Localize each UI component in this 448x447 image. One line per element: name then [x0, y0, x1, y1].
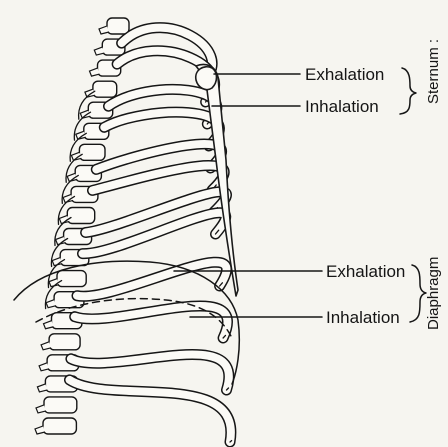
sternum-group-label: Sternum : [425, 39, 442, 104]
sternum-exhalation-label: Exhalation [305, 65, 384, 84]
diaphragm-exhalation-label: Exhalation [326, 262, 405, 281]
sternum-inhalation-label: Inhalation [305, 97, 379, 116]
diaphragm-inhalation-label: Inhalation [326, 308, 400, 327]
diaphragm-group-label: Diaphragm [425, 257, 442, 330]
sternum-top [196, 67, 217, 90]
